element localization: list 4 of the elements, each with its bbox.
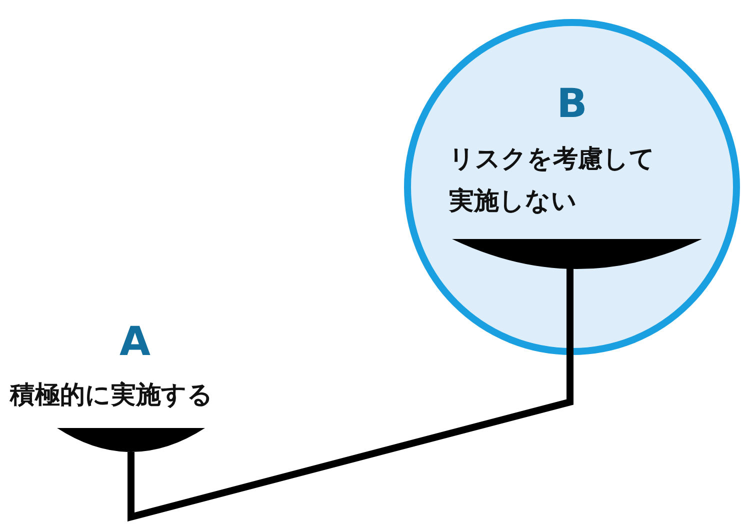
option-letter: B <box>556 84 588 124</box>
option-text: 積極的に実施する <box>10 379 214 411</box>
option-letter: A <box>118 322 152 362</box>
option-text: リスクを考慮して実施しない <box>449 143 656 217</box>
